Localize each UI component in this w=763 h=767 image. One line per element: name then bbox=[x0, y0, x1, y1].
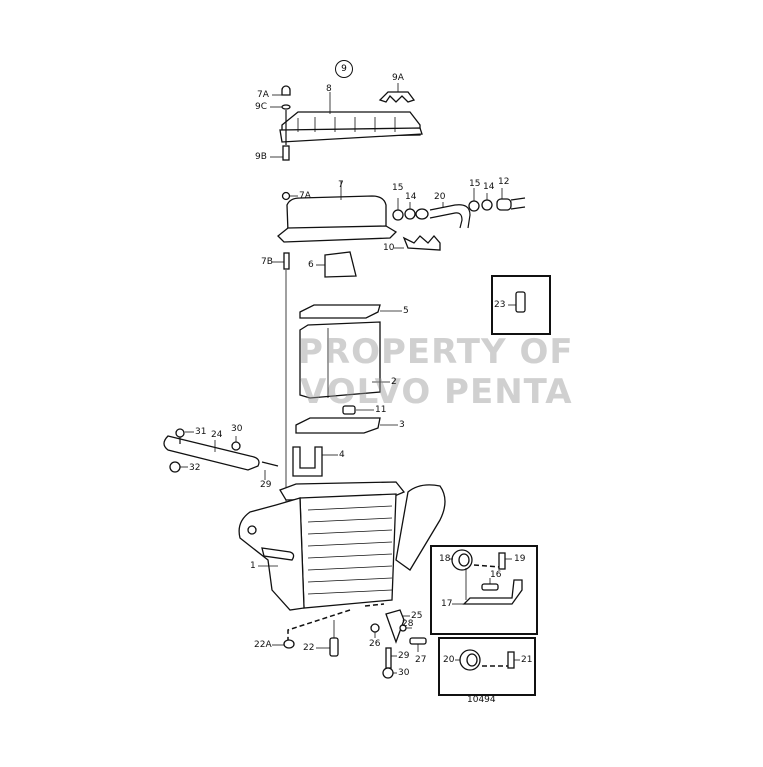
callout-7A: 7A bbox=[257, 90, 269, 100]
callout-25: 25 bbox=[411, 611, 423, 621]
callout-1: 1 bbox=[250, 561, 256, 571]
watermark-line1: PROPERTY OF bbox=[298, 332, 574, 372]
callout-7A: 7A bbox=[299, 191, 311, 201]
callout-23: 23 bbox=[494, 300, 506, 310]
callout-30: 30 bbox=[398, 668, 410, 678]
callout-28: 28 bbox=[402, 619, 414, 629]
callout-9C: 9C bbox=[255, 102, 268, 112]
part-24-arm bbox=[163, 428, 279, 480]
callout-15: 15 bbox=[392, 183, 404, 193]
callout-18: 18 bbox=[439, 554, 451, 564]
callout-5: 5 bbox=[403, 306, 409, 316]
callout-14: 14 bbox=[405, 192, 417, 202]
callout-17: 17 bbox=[441, 599, 453, 609]
callout-16: 16 bbox=[490, 570, 502, 580]
part-8-cover bbox=[279, 92, 423, 143]
inset-box-clamp-bracket bbox=[430, 545, 538, 635]
callout-20: 20 bbox=[443, 655, 455, 665]
callout-7: 7 bbox=[338, 180, 344, 190]
callout-10: 10 bbox=[383, 243, 395, 253]
callout-27: 27 bbox=[415, 655, 427, 665]
callout-9A: 9A bbox=[392, 73, 404, 83]
callout-11: 11 bbox=[375, 405, 387, 415]
drawing-number: 10494 bbox=[467, 695, 496, 705]
inset-box-23 bbox=[491, 275, 551, 335]
callout-29: 29 bbox=[260, 480, 272, 490]
watermark-line2: VOLVO PENTA bbox=[300, 372, 573, 412]
callout-26: 26 bbox=[369, 639, 381, 649]
callout-12: 12 bbox=[498, 177, 510, 187]
group-number-badge: 9 bbox=[335, 60, 353, 78]
part-7-housing-cover bbox=[277, 181, 398, 243]
callout-21: 21 bbox=[521, 655, 533, 665]
part-1-housing bbox=[238, 481, 446, 611]
callout-15: 15 bbox=[469, 179, 481, 189]
callout-8: 8 bbox=[326, 84, 332, 94]
callout-14: 14 bbox=[483, 182, 495, 192]
callout-22A: 22A bbox=[254, 640, 272, 650]
callout-24: 24 bbox=[211, 430, 223, 440]
callout-31: 31 bbox=[195, 427, 207, 437]
callout-29: 29 bbox=[398, 651, 410, 661]
callout-4: 4 bbox=[339, 450, 345, 460]
callout-2: 2 bbox=[391, 377, 397, 387]
callout-6: 6 bbox=[308, 260, 314, 270]
callout-9B: 9B bbox=[255, 152, 267, 162]
inset-box-clamp bbox=[438, 637, 536, 696]
callout-7B: 7B bbox=[261, 257, 273, 267]
callout-30: 30 bbox=[231, 424, 243, 434]
callout-32: 32 bbox=[189, 463, 201, 473]
callout-22: 22 bbox=[303, 643, 315, 653]
callout-3: 3 bbox=[399, 420, 405, 430]
callout-20: 20 bbox=[434, 192, 446, 202]
callout-19: 19 bbox=[514, 554, 526, 564]
